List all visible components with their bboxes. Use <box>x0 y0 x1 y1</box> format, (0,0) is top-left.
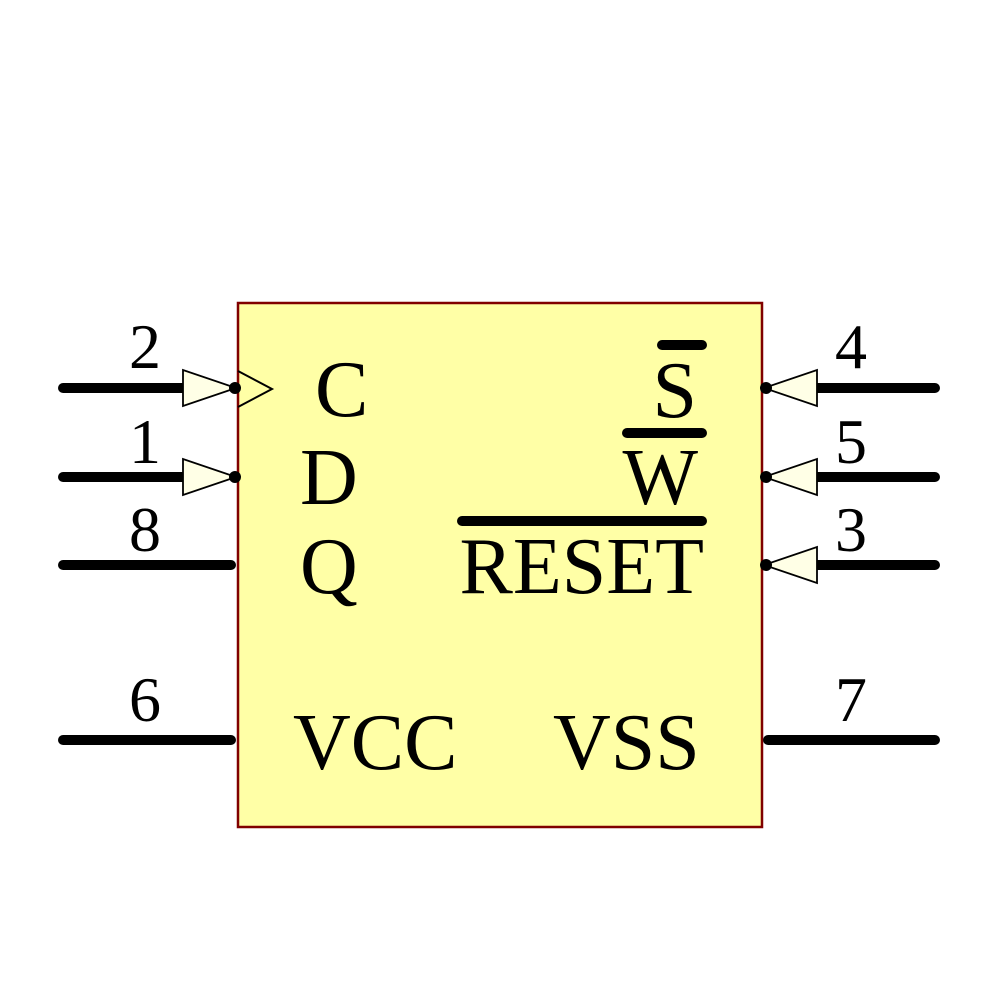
pin-endpoint-dot <box>229 471 241 483</box>
pin-number: 2 <box>129 311 161 382</box>
pin-d[interactable]: 1 D <box>58 406 358 522</box>
pin-label: C <box>315 346 368 434</box>
pin-label: VSS <box>553 699 700 787</box>
pin-number: 5 <box>835 406 867 477</box>
pin-number: 6 <box>129 664 161 735</box>
pin-vcc[interactable]: 6 VCC <box>58 664 458 787</box>
pin-label: D <box>300 434 358 522</box>
input-arrow-icon <box>182 368 239 408</box>
clock-edge-icon <box>237 370 275 408</box>
pin-endpoint-dot <box>760 471 772 483</box>
pin-number: 7 <box>835 664 867 735</box>
pin-label: Q <box>300 523 358 611</box>
pin-label: RESET <box>460 523 704 611</box>
pin-reset[interactable]: 3 RESET <box>457 494 940 611</box>
pin-s[interactable]: 4 S <box>653 311 940 435</box>
pin-number: 1 <box>129 406 161 477</box>
pin-vss[interactable]: 7 VSS <box>553 664 940 787</box>
input-arrow-icon <box>182 457 239 497</box>
pin-q[interactable]: 8 Q <box>58 494 358 611</box>
input-arrow-icon <box>761 368 818 408</box>
pin-endpoint-dot <box>229 382 241 394</box>
pin-number: 8 <box>129 494 161 565</box>
input-arrow-icon <box>761 545 818 585</box>
pin-label: W <box>622 434 698 522</box>
pin-endpoint-dot <box>760 382 772 394</box>
pin-w[interactable]: 5 W <box>622 406 940 522</box>
pin-number: 3 <box>835 494 867 565</box>
pin-label: S <box>653 347 698 435</box>
pin-endpoint-dot <box>760 559 772 571</box>
component-body[interactable] <box>236 301 764 829</box>
pin-c[interactable]: 2 C <box>58 311 368 434</box>
input-arrow-icon <box>761 457 818 497</box>
pin-label: VCC <box>293 699 458 787</box>
pin-number: 4 <box>835 311 867 382</box>
